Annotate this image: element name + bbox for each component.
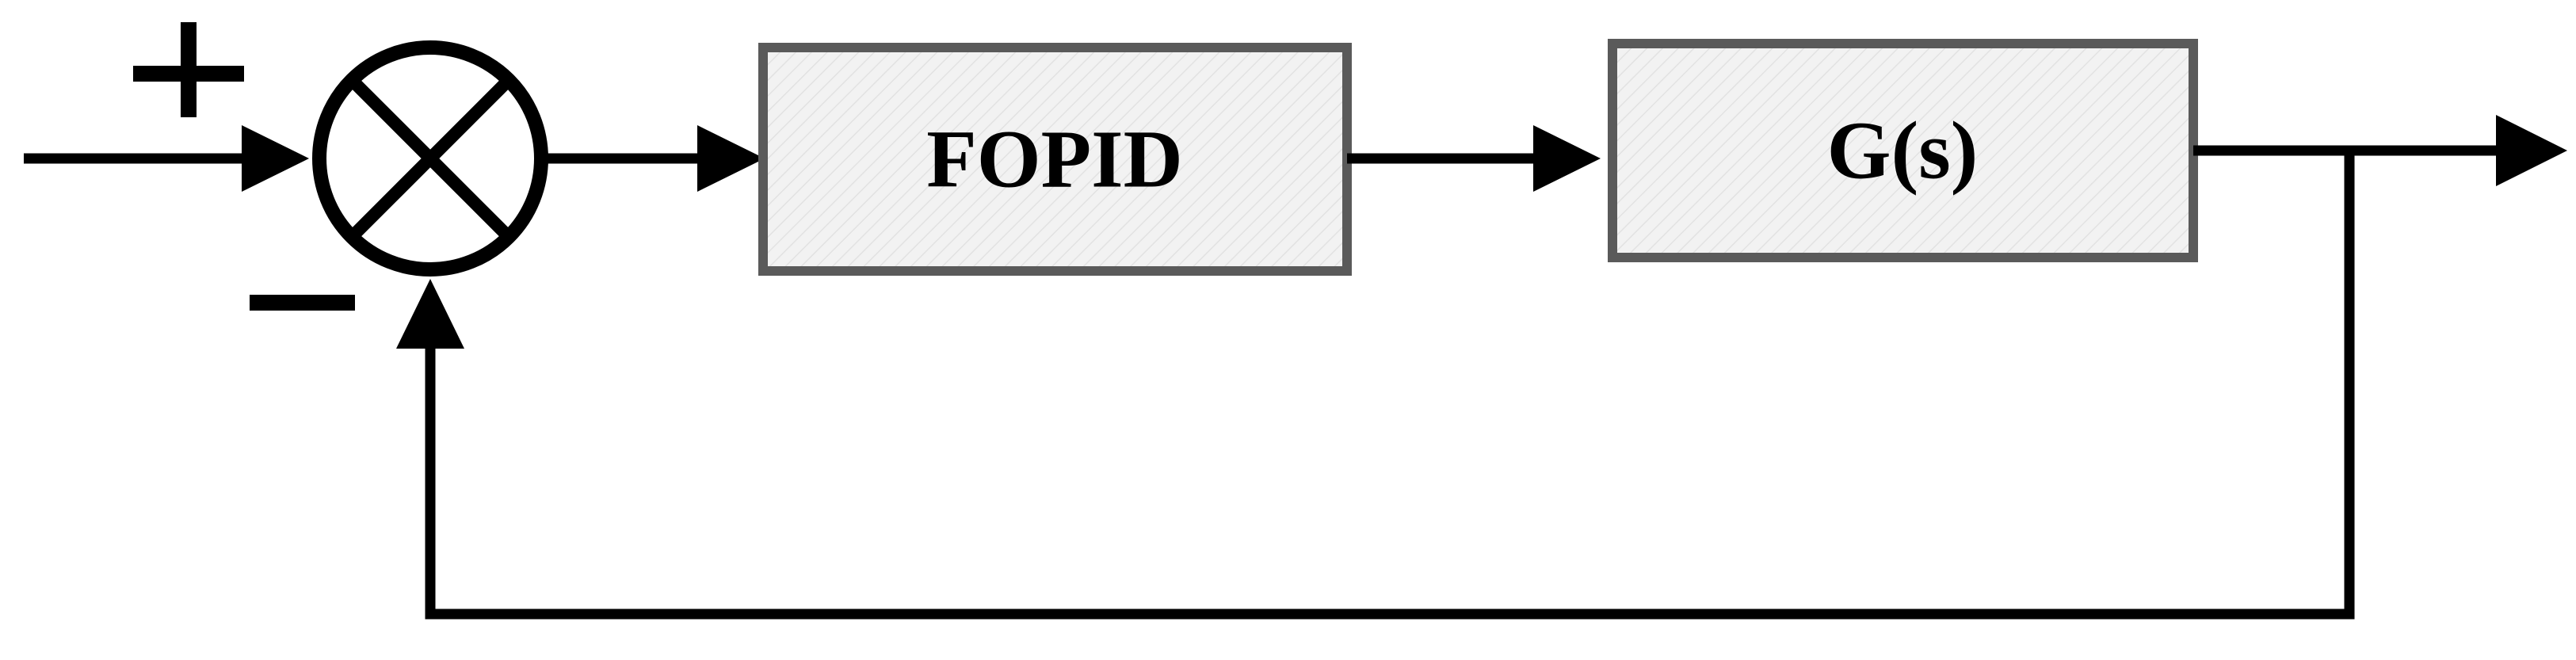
plus-sign [133,22,244,117]
fopid-controller-block: FOPID [758,43,1352,276]
error-signal-arrow [541,125,765,192]
output-signal-arrow [2193,115,2567,186]
plant-block: G(s) [1608,39,2198,262]
fopid-label: FOPID [926,114,1183,205]
plant-label: G(s) [1827,105,1979,196]
feedback-path [396,151,2355,620]
summing-junction [312,40,548,277]
input-signal-arrow [24,125,309,192]
control-signal-arrow [1347,125,1601,192]
